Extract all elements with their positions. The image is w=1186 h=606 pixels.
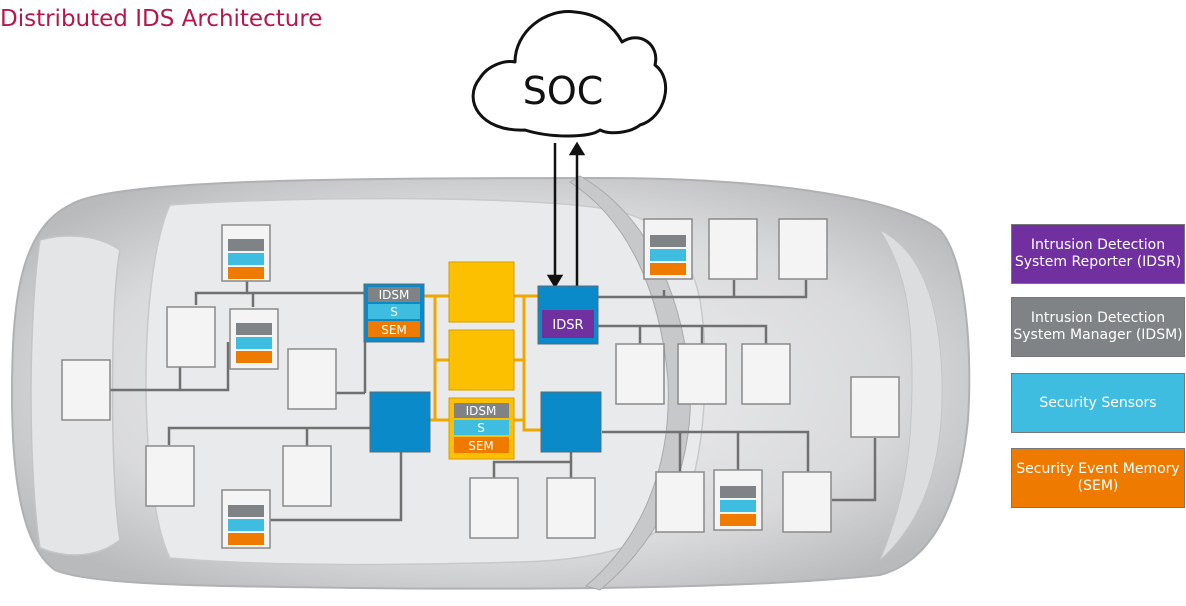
switch-middle: [448, 329, 515, 391]
gateway-idsm-top: IDSM S SEM: [363, 283, 425, 343]
legend-idsm: Intrusion Detection System Manager (IDSM…: [1011, 297, 1185, 357]
orange-bus-lines: [424, 294, 541, 432]
sensor-label: S: [390, 305, 398, 319]
ecu-box: [166, 306, 216, 368]
legend-security-sensors: Security Sensors: [1011, 373, 1185, 433]
ecu-with-ids-stack: [643, 218, 693, 280]
ecu-box: [677, 343, 727, 405]
soc-cloud: SOC: [471, 10, 668, 138]
ecu-box: [282, 445, 332, 507]
sem-label: SEM: [468, 439, 494, 453]
diagram-title: Distributed IDS Architecture: [0, 6, 323, 32]
ecu-box: [655, 471, 705, 533]
ecu-with-ids-stack: [229, 308, 279, 370]
soc-connection-arrows: [546, 141, 586, 289]
switch-top: [448, 261, 515, 323]
ecu-box: [782, 471, 832, 533]
ecu-box: [708, 218, 758, 280]
legend-idsr: Intrusion Detection System Reporter (IDS…: [1011, 224, 1185, 284]
ecu-box: [469, 477, 519, 539]
soc-label: SOC: [523, 69, 604, 113]
ecu-boxes: [61, 218, 900, 539]
legend-sem: Security Event Memory (SEM): [1011, 448, 1185, 508]
ecu-box: [61, 359, 111, 421]
switch-idsm-bottom: IDSM S SEM: [448, 397, 515, 460]
ecu-with-ids-stack: [221, 224, 271, 282]
ecu-with-ids-stack: [221, 489, 271, 549]
ecu-box: [778, 218, 828, 280]
idsm-label: IDSM: [379, 288, 410, 302]
sensor-label: S: [477, 421, 485, 435]
idsr-label: IDSR: [552, 318, 583, 333]
gateway-left: [369, 391, 431, 453]
ecu-box: [615, 343, 665, 405]
idsm-label: IDSM: [466, 404, 497, 418]
gateway-right: [540, 391, 602, 453]
central-gateway-idsr: IDSR: [537, 285, 599, 345]
sem-label: SEM: [381, 323, 407, 337]
ecu-with-ids-stack: [713, 469, 763, 531]
ecu-box: [546, 477, 596, 539]
ecu-box: [850, 376, 900, 438]
ecu-box: [145, 445, 195, 507]
ecu-box: [741, 343, 791, 405]
ecu-box: [287, 348, 337, 410]
